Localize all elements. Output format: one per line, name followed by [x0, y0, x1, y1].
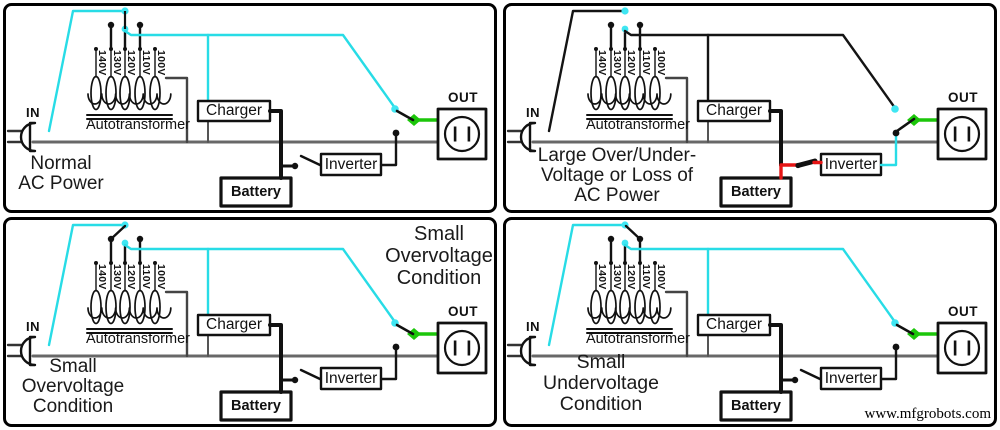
panel-normal-ac-power: IN OUT Charger Battery Inverter Autotran…: [3, 3, 497, 213]
battery-switch-closed-bar: [795, 158, 818, 168]
panel-caption: Normal AC Power: [9, 154, 113, 194]
in-label: IN: [26, 319, 40, 334]
tap-label-110v: 110V: [640, 264, 652, 290]
in-label: IN: [26, 105, 40, 120]
tap-label-100v: 100V: [155, 50, 167, 76]
switch-contact-dot: [795, 162, 801, 169]
caption-line: Condition: [559, 393, 643, 415]
inverter-label: Inverter: [324, 370, 378, 387]
caption-line: Small: [576, 351, 626, 373]
battery-discharge-wire: [779, 163, 799, 180]
caption-line: Large Over/Under-: [537, 145, 697, 166]
circuit-normal: [3, 3, 497, 213]
caption-line: Small: [49, 356, 97, 377]
panel-large-deviation: IN OUT Charger Battery Inverter Autotran…: [503, 3, 997, 213]
caption-line: Normal: [30, 153, 92, 174]
caption-line: Overvoltage: [385, 245, 493, 267]
caption-line: Overvoltage: [21, 376, 125, 397]
charger-label: Charger: [706, 316, 762, 333]
battery-label: Battery: [731, 184, 781, 200]
out-label: OUT: [948, 304, 978, 319]
tap-label-140v: 140V: [96, 264, 108, 290]
in-label: IN: [526, 319, 540, 334]
panel-caption: Large Over/Under- Voltage or Loss of AC …: [531, 146, 703, 206]
circuit-small-undervoltage: [503, 217, 997, 427]
inverter-label: Inverter: [824, 156, 878, 173]
tap-label-110v: 110V: [640, 50, 652, 76]
tap-label-120v: 120V: [625, 50, 637, 76]
battery-label: Battery: [231, 184, 281, 200]
tap-label-100v: 100V: [655, 264, 667, 290]
autotransformer-label: Autotransformer: [86, 331, 190, 347]
charger-label: Charger: [706, 102, 762, 119]
out-label: OUT: [948, 90, 978, 105]
panel-caption: Small Undervoltage Condition: [539, 352, 663, 415]
battery-label: Battery: [231, 398, 281, 414]
inverter-label: Inverter: [324, 156, 378, 173]
autotransformer-label: Autotransformer: [586, 331, 690, 347]
panel-small-overvoltage: IN OUT Charger Battery Inverter Autotran…: [3, 217, 497, 427]
tap-label-140v: 140V: [96, 50, 108, 76]
autotransformer-label: Autotransformer: [586, 117, 690, 133]
charger-label: Charger: [206, 102, 262, 119]
tap-label-130v: 130V: [111, 50, 123, 76]
caption-line: Condition: [396, 267, 482, 289]
tap-selector-lever: [624, 224, 642, 241]
caption-line: Condition: [32, 396, 114, 417]
tap-label-120v: 120V: [625, 264, 637, 290]
caption-line: AC Power: [574, 185, 660, 206]
tap-label-130v: 130V: [611, 264, 623, 290]
in-label: IN: [526, 105, 540, 120]
out-label: OUT: [448, 90, 478, 105]
tap-label-120v: 120V: [125, 264, 137, 290]
charger-label: Charger: [206, 316, 262, 333]
tap-label-130v: 130V: [611, 50, 623, 76]
circuit-small-overvoltage: [3, 217, 497, 427]
caption-line: Small: [413, 223, 464, 245]
panel-caption-secondary: Small Overvoltage Condition: [377, 223, 501, 289]
panel-caption: Small Overvoltage Condition: [12, 357, 134, 417]
transfer-switch-lever: [895, 117, 916, 133]
tap-label-110v: 110V: [140, 264, 152, 290]
tap-label-110v: 110V: [140, 50, 152, 76]
panel-small-undervoltage: IN OUT Charger Battery Inverter Autotran…: [503, 217, 997, 427]
tap-label-100v: 100V: [155, 264, 167, 290]
out-label: OUT: [448, 304, 478, 319]
autotransformer-label: Autotransformer: [86, 117, 190, 133]
tap-label-100v: 100V: [655, 50, 667, 76]
battery-label: Battery: [731, 398, 781, 414]
caption-line: Undervoltage: [543, 372, 659, 394]
tap-label-140v: 140V: [596, 50, 608, 76]
tap-label-140v: 140V: [596, 264, 608, 290]
circuit-large-deviation: [503, 3, 997, 213]
watermark: www.mfgrobots.com: [864, 406, 991, 422]
caption-line: AC Power: [18, 173, 104, 194]
tap-label-120v: 120V: [125, 50, 137, 76]
caption-line: Voltage or Loss of: [540, 165, 694, 186]
tap-label-130v: 130V: [111, 264, 123, 290]
inverter-label: Inverter: [824, 370, 878, 387]
tap-selector-lever: [109, 224, 127, 241]
